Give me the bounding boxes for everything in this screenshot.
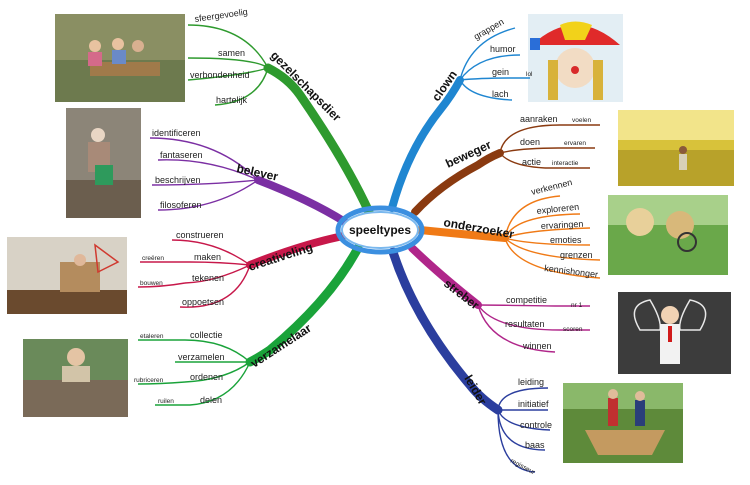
leaf-ervaren: ervaren [564,140,586,147]
sublines-onderzoeker [504,195,601,279]
leaf-sfeergevoelig: sfeergevoelig [194,7,248,24]
leaf-lol: lol [526,71,533,78]
leaf-resultaten: resultaten [505,319,545,329]
leaf-emoties: emoties [550,235,582,245]
branch-line-belever [254,176,349,226]
leaf-beschrijven: beschrijven [155,175,201,185]
leaf-filosoferen: filosoferen [160,200,202,210]
sublines-verzamelaar [137,339,251,406]
branch-line-clown [388,76,464,212]
leaf-ervaringen: ervaringen [541,219,584,231]
leaf-scoren: scoren [563,326,583,333]
leaf-voelen: voelen [572,117,592,124]
branch-label-creativeling: creativeling [247,240,315,274]
leaf-humor: humor [490,44,516,54]
leaf-bouwen: bouwen [140,280,163,287]
leaf-controle: controle [520,420,552,430]
leaf-tekenen: tekenen [192,273,224,283]
sublines-creativeling [137,239,251,308]
photo-girl-in-field [618,110,734,186]
leaf-actie: actie [522,157,541,167]
branch-label-leider: leider [461,373,489,408]
leaf-initiatief: initiatief [518,399,549,409]
leaf-competitie: competitie [506,295,547,305]
leaf-verzamelen: verzamelen [178,352,225,362]
branch-line-verzamelaar [245,243,363,367]
sublines-belever [149,137,259,211]
leaf-grappen: grappen [472,17,506,42]
leaf-construeren: construeren [176,230,224,240]
leaf-hartelijk: hartelijk [216,95,248,105]
photo-children-cardboard-ship [563,383,683,463]
sublines-leider [497,387,551,473]
branch-label-streber: streber [441,276,482,312]
leaf-aanraken: aanraken [520,114,558,124]
leaf-collectie: collectie [190,330,223,340]
sublines-clown [459,27,530,101]
sublines-gezelschapsdier [187,24,269,106]
center-node [341,211,419,249]
photo-clown-girl [528,14,623,102]
leaf-kennishonger: kennishonger [544,263,599,280]
photo-boy-with-shells [23,339,128,417]
leaf-rubriceren: rubriceren [134,377,164,384]
photo-child-in-box-rocket [7,237,127,314]
leaf-interactie: interactie [552,160,579,167]
leaf-samen: samen [218,48,245,58]
photo-grandmother-child [66,108,141,218]
sublines-streber [477,304,590,353]
leaf-doen: doen [520,137,540,147]
photo-boy-chalk-muscles [618,292,731,374]
branch-label-gezelschapsdier: gezelschapsdier [268,48,344,124]
center-node-outline [335,205,425,255]
photo-children-on-raft [55,14,185,102]
leaf-verbondenheid: verbondenheid [190,70,250,80]
leaf-ruilen: ruilen [158,398,174,405]
leaf-identificeren: identificeren [152,128,201,138]
leaf-regisseur: regisseur [509,458,537,477]
leaf-winnen: winnen [522,341,552,351]
branch-label-verzamelaar: verzamelaar [248,321,314,371]
photo-girls-with-magnifier [608,195,728,275]
leaf-ordenen: ordenen [190,372,223,382]
center-label: speeltypes [349,223,411,237]
leaf-nr1: nr 1 [571,302,583,309]
leaf-leiding: leiding [518,377,544,387]
sublines-beweger [499,124,600,169]
branch-line-creativeling [246,232,347,269]
branch-line-streber [408,244,482,309]
leaf-creeren: creëren [142,255,164,262]
leaf-fantaseren: fantaseren [160,150,203,160]
branch-line-gezelschapsdier [263,63,374,217]
branch-line-beweger [411,149,504,216]
leaf-delen: delen [200,395,222,405]
leaf-gein: gein [492,67,509,77]
branch-line-leider [388,247,503,415]
leaf-exploreren: exploreren [536,202,579,216]
branch-line-onderzoeker [416,226,509,242]
leaf-verkennen: verkennen [530,177,573,197]
leaf-baas: baas [525,440,545,450]
leaf-grenzen: grenzen [560,250,593,260]
leaf-lach: lach [492,89,509,99]
leaf-oppoetsen: oppoetsen [182,297,224,307]
leaf-maken: maken [194,252,221,262]
leaf-etaleren: etaleren [140,333,164,340]
